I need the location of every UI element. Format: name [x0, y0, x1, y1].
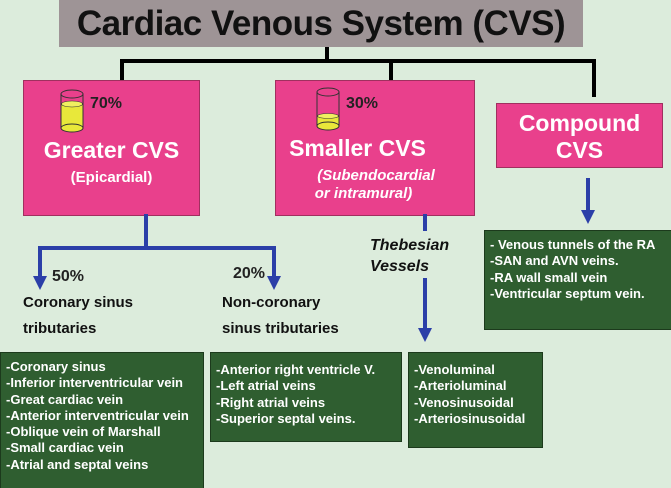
connector	[592, 59, 596, 97]
connector	[120, 59, 596, 63]
list-item: -Ventricular septum vein.	[490, 285, 645, 301]
noncoronary-label-1: Non-coronary	[222, 294, 321, 311]
arrow-line	[38, 246, 276, 250]
greater-cvs-label: Greater CVS	[43, 137, 180, 163]
arrow-down-icon	[33, 276, 47, 290]
compound-label-1: Compound	[518, 110, 641, 136]
list-item: -Venoluminal	[414, 362, 495, 377]
thebesian-list-box: -Venoluminal -Arterioluminal -Venosinuso…	[408, 352, 543, 448]
diagram-title: Cardiac Venous System (CVS)	[59, 0, 583, 47]
list-item: -Right atrial veins	[216, 394, 326, 410]
smaller-percent: 30%	[346, 95, 379, 112]
list-item: -SAN and AVN veins.	[490, 253, 619, 269]
coronary-label-1: Coronary sinus	[23, 294, 134, 311]
greater-percent: 70%	[90, 95, 123, 112]
greater-cvs-box: 70% Greater CVS (Epicardial)	[23, 80, 200, 216]
coronary-label-2: tributaries	[23, 320, 97, 337]
thebesian-label-2: Vessels	[370, 258, 430, 275]
list-item: -Coronary sinus	[6, 359, 106, 374]
smaller-cvs-sub-2: or intramural)	[314, 185, 413, 202]
noncoronary-label-2: sinus tributaries	[222, 320, 339, 337]
coronary-percent: 50%	[52, 268, 85, 285]
list-item: -Great cardiac vein	[6, 391, 124, 407]
arrow-line	[272, 246, 276, 276]
arrow-down-icon	[267, 276, 281, 290]
list-item: -Arterioluminal	[414, 378, 507, 394]
arrow-line	[586, 178, 590, 210]
arrow-line	[423, 278, 427, 330]
list-item: -Anterior interventricular vein	[6, 407, 189, 423]
coronary-list-box: -Coronary sinus -Inferior interventricul…	[0, 352, 204, 488]
connector	[120, 59, 124, 81]
arrow-line	[423, 214, 427, 231]
compound-cvs-box: Compound CVS	[496, 103, 663, 168]
compound-list-box: - Venous tunnels of the RA -SAN and AVN …	[484, 230, 671, 330]
list-item: - Venous tunnels of the RA	[490, 237, 656, 252]
list-item: -Anterior right ventricle V.	[216, 362, 376, 377]
list-item: -Inferior interventricular vein	[6, 375, 183, 391]
arrow-line	[38, 246, 42, 276]
list-item: -Superior septal veins.	[216, 410, 356, 426]
connector	[389, 59, 393, 81]
list-item: -RA wall small vein	[490, 269, 608, 285]
list-item: -Left atrial veins	[216, 378, 316, 394]
arrow-line	[144, 214, 148, 249]
smaller-cvs-box: 30% Smaller CVS (Subendocardial or intra…	[275, 80, 475, 216]
noncoronary-percent: 20%	[233, 265, 266, 282]
cylinder-30-icon	[316, 87, 340, 131]
noncoronary-list-box: -Anterior right ventricle V. -Left atria…	[210, 352, 402, 442]
greater-cvs-sub: (Epicardial)	[70, 169, 153, 186]
arrow-down-icon	[581, 210, 595, 224]
connector	[325, 47, 329, 63]
smaller-cvs-sub: (Subendocardial	[317, 167, 435, 184]
list-item: -Oblique vein of Marshall	[6, 424, 161, 440]
thebesian-label-1: Thebesian	[370, 237, 450, 254]
list-item: -Venosinusoidal	[414, 394, 514, 410]
list-item: -Small cardiac vein	[6, 440, 124, 456]
compound-label-2: CVS	[555, 137, 604, 163]
list-item: -Atrial and septal veins	[6, 456, 149, 472]
smaller-cvs-label: Smaller CVS	[289, 135, 426, 161]
arrow-down-icon	[418, 328, 432, 342]
cylinder-70-icon	[60, 89, 84, 133]
list-item: -Arteriosinusoidal	[414, 410, 526, 426]
